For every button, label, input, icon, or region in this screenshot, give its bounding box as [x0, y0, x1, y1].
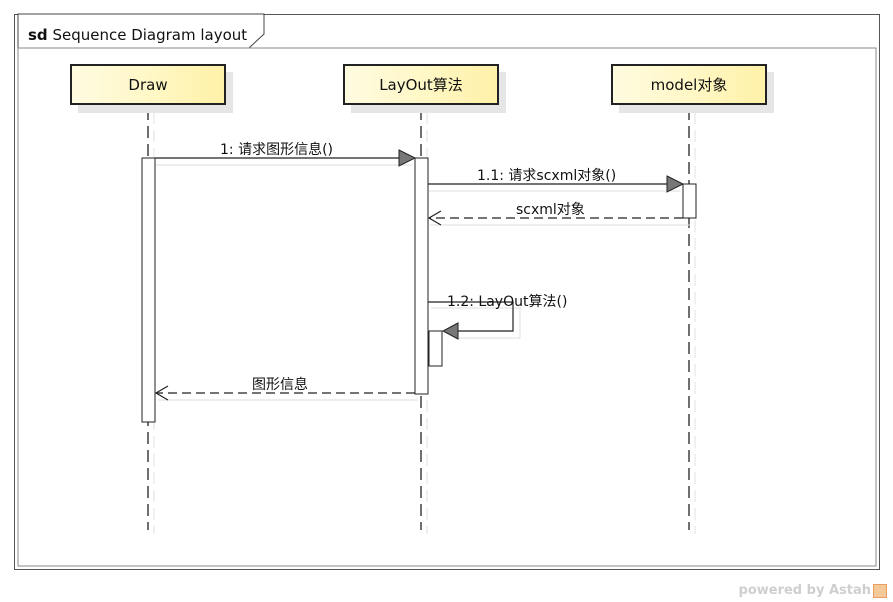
message-1-2-label[interactable]: 1.2: LayOut算法(): [447, 294, 568, 310]
lifeline-label-model: model对象: [650, 76, 728, 94]
frame-name: Sequence Diagram layout: [52, 26, 248, 44]
reply-scxml-arrowhead: [427, 210, 442, 226]
message-1-label[interactable]: 1: 请求图形信息(): [220, 142, 333, 158]
frame-kind: sd: [28, 26, 48, 44]
message-1-1-arrowhead: [666, 175, 685, 193]
frame-title: sd Sequence Diagram layout: [28, 26, 247, 44]
message-1-2-arrowhead: [441, 322, 459, 340]
lifeline-label-layout: LayOut算法: [379, 76, 463, 94]
activation-model: [682, 183, 697, 219]
reply-graphics-label[interactable]: 图形信息: [252, 377, 308, 393]
lifeline-head-draw[interactable]: Draw: [70, 64, 226, 105]
activation-draw: [141, 157, 156, 423]
astah-logo-icon: [873, 583, 887, 598]
reply-scxml-label[interactable]: scxml对象: [516, 202, 585, 218]
activation-layout-self: [428, 330, 443, 367]
footer-text: powered by Astah: [738, 583, 871, 598]
activation-layout: [414, 157, 429, 395]
lifeline-label-draw: Draw: [128, 75, 168, 94]
message-1-arrowhead: [398, 149, 417, 167]
lifeline-head-layout[interactable]: LayOut算法: [343, 64, 499, 105]
lifeline-head-model[interactable]: model对象: [611, 64, 767, 105]
message-1-1-label[interactable]: 1.1: 请求scxml对象(): [477, 168, 617, 184]
powered-by-footer: powered by Astah: [739, 583, 887, 598]
frame-inner-border: [17, 47, 877, 567]
message-1-2-line: [428, 301, 514, 332]
reply-graphics-arrowhead: [154, 385, 169, 401]
